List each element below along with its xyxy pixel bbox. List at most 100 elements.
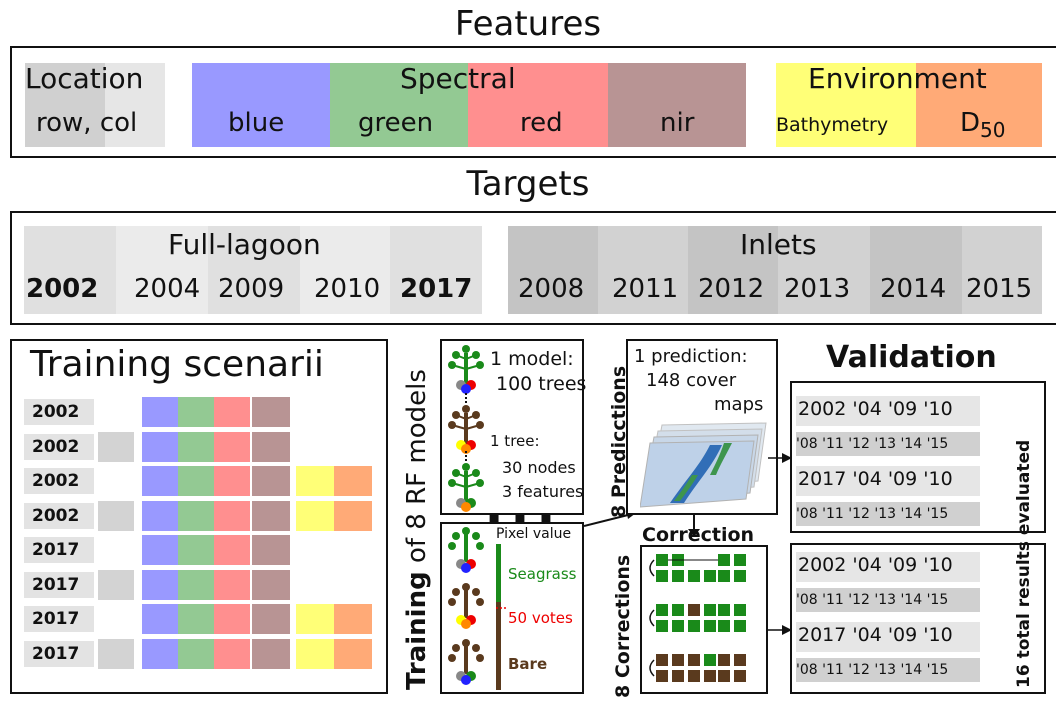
vote-tree-green-icon	[448, 527, 484, 573]
scenario-nir-block	[252, 431, 290, 462]
scenario-blue-block	[142, 500, 178, 531]
pixel-value-label: Pixel value	[496, 526, 572, 542]
scenario-nir-block	[252, 500, 290, 531]
scenario-d50-block	[334, 638, 372, 669]
validation-full-bg	[796, 552, 980, 582]
model-trees-svg	[448, 345, 484, 512]
d50-label: D50	[960, 108, 1006, 143]
red-band	[468, 63, 608, 147]
scenario-green-block	[178, 466, 214, 496]
target-year-2015: 2015	[966, 274, 1033, 304]
tree-green-icon-2	[448, 463, 484, 512]
scenario-blue-block	[142, 397, 178, 427]
validation-full-years: 2017 '04 '09 '10	[798, 624, 953, 646]
full-lagoon-bg-4	[300, 226, 390, 314]
scenario-nir-block	[252, 535, 290, 565]
d50-subscript: 50	[980, 118, 1006, 143]
prediction-line2: 148 cover	[646, 370, 737, 391]
scenario-nir-block	[252, 569, 290, 600]
scenario-year: 2002	[24, 433, 94, 460]
target-year-2010: 2010	[314, 274, 381, 304]
scenario-red-block	[214, 569, 250, 600]
location-block-b	[105, 63, 165, 147]
green-label: green	[358, 108, 434, 138]
scenario-nir-block	[252, 397, 290, 427]
scenario-year: 2002	[24, 399, 94, 425]
validation-inlets-bg	[796, 588, 980, 612]
scenario-blue-block	[142, 569, 178, 600]
correction-box	[640, 545, 768, 694]
scenario-location-block	[98, 569, 134, 600]
inlets-label: Inlets	[740, 228, 817, 261]
scenario-nir-block	[252, 466, 290, 496]
scenario-location-block	[98, 638, 134, 669]
scenario-year: 2017	[24, 606, 94, 632]
scenario-nir-block	[252, 638, 290, 669]
rf-vertical-title-bold: Training	[402, 571, 432, 690]
inlets-bg-4	[778, 226, 870, 314]
bathymetry-block	[776, 63, 916, 147]
inlets-bg-2	[598, 226, 688, 314]
scenario-red-block	[214, 500, 250, 531]
scenario-d50-block	[334, 500, 372, 531]
full-lagoon-bg-2	[116, 226, 208, 314]
bathymetry-label: Bathymetry	[776, 114, 889, 136]
validation-inlet-years: '08 '11 '12 '13 '14 '15	[796, 592, 949, 608]
arrow-to-correction	[688, 515, 700, 537]
cover-maps-icon	[640, 422, 767, 508]
scenario-year: 2017	[24, 537, 94, 563]
validation-full-years: 2002 '04 '09 '10	[798, 554, 953, 576]
validation-inlet-years: '08 '11 '12 '13 '14 '15	[796, 436, 949, 452]
scenario-location-block	[98, 431, 134, 462]
location-block-a	[25, 63, 105, 147]
correction-grid-icon	[649, 554, 746, 682]
scenario-green-block	[178, 535, 214, 565]
validation-inlet-years: '08 '11 '12 '13 '14 '15	[796, 506, 949, 522]
location-label: Location	[25, 62, 144, 95]
arrow-corr-to-validation	[768, 625, 792, 635]
tree-brown-icon-1	[448, 405, 484, 454]
blue-band	[192, 63, 330, 147]
correction-title: Correction	[642, 524, 755, 546]
scenario-location-block	[98, 500, 134, 531]
features-title: Features	[454, 4, 602, 44]
scenario-d50-block	[334, 604, 372, 634]
tree-line2: 30 nodes	[502, 458, 576, 477]
inlets-bg-3	[688, 226, 778, 314]
scenario-blue-block	[142, 638, 178, 669]
target-year-2013: 2013	[784, 274, 851, 304]
scenario-d50-block	[334, 466, 372, 496]
scenario-year: 2002	[24, 502, 94, 529]
vote-tree-brown-icon-2	[448, 639, 484, 685]
rf-vertical-title: Training of 8 RF models	[402, 369, 432, 690]
vote-trees-svg	[448, 527, 508, 690]
target-year-2004: 2004	[134, 274, 201, 304]
green-band	[330, 63, 468, 147]
environment-label: Environment	[808, 62, 987, 95]
scenario-red-block	[214, 535, 250, 565]
scenario-red-block	[214, 431, 250, 462]
scenario-blue-block	[142, 431, 178, 462]
scenario-bathymetry-block	[296, 500, 334, 531]
scenario-nir-block	[252, 604, 290, 634]
inlets-bg-1	[508, 226, 598, 314]
target-year-2011: 2011	[612, 274, 679, 304]
tree-green-icon-1	[448, 345, 484, 394]
scenario-red-block	[214, 604, 250, 634]
validation-title: Validation	[826, 340, 997, 375]
full-lagoon-label: Full-lagoon	[168, 228, 321, 261]
target-year-2002: 2002	[26, 274, 99, 304]
inlets-bg-6	[962, 226, 1042, 314]
model-line2: 100 trees	[496, 373, 587, 395]
inlets-bg-5	[870, 226, 962, 314]
scenario-bathymetry-block	[296, 466, 334, 496]
target-year-2014: 2014	[880, 274, 947, 304]
scenario-green-block	[178, 638, 214, 669]
full-lagoon-bg-3	[208, 226, 300, 314]
correction-row-group-2	[649, 604, 746, 632]
votes-label: 50 votes	[508, 609, 573, 627]
validation-inlets-bg	[796, 432, 980, 456]
spectral-label: Spectral	[400, 62, 516, 95]
scenario-year: 2017	[24, 640, 94, 667]
seagrass-bar	[496, 544, 501, 602]
